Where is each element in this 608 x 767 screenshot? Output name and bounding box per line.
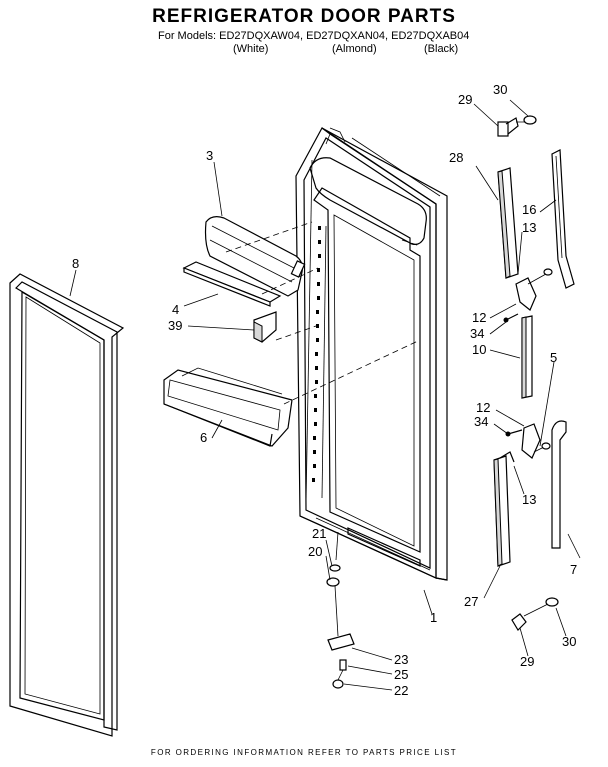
models-line: For Models: ED27DQXAW04, ED27DQXAN04, ED… xyxy=(158,30,470,42)
callout-13-bottom: 13 xyxy=(522,492,536,507)
callout-23: 23 xyxy=(394,652,408,667)
upper-trim-strip xyxy=(497,167,519,279)
callout-5: 5 xyxy=(550,350,557,365)
callout-8: 8 xyxy=(72,256,79,271)
leader-lines xyxy=(69,99,581,691)
callout-21: 21 xyxy=(312,526,326,541)
callout-6: 6 xyxy=(200,430,207,445)
callout-30-top: 30 xyxy=(493,82,507,97)
callout-1: 1 xyxy=(430,610,437,625)
shelf-holes xyxy=(312,226,321,482)
color-label-almond: (Almond) xyxy=(332,43,377,55)
dairy-door xyxy=(204,216,306,297)
handle-trim-lower xyxy=(551,420,567,549)
dairy-hinge xyxy=(253,311,277,343)
callout-29-bottom: 29 xyxy=(520,654,534,669)
callout-28: 28 xyxy=(449,150,463,165)
callout-22: 22 xyxy=(394,683,408,698)
callout-27: 27 xyxy=(464,594,478,609)
door-bin xyxy=(163,367,293,447)
ordering-footer: FOR ORDERING INFORMATION REFER TO PARTS … xyxy=(150,748,458,757)
callout-39: 39 xyxy=(168,318,182,333)
callout-4: 4 xyxy=(172,302,179,317)
callout-3: 3 xyxy=(206,148,213,163)
lower-handle-bracket xyxy=(505,423,551,459)
callout-7: 7 xyxy=(570,562,577,577)
lower-trim-strip xyxy=(493,451,515,567)
callout-34-top: 34 xyxy=(470,326,484,341)
door-body xyxy=(295,127,448,581)
callout-34-bottom: 34 xyxy=(474,414,488,429)
callout-30-bottom: 30 xyxy=(562,634,576,649)
callout-12-bottom: 12 xyxy=(476,400,490,415)
top-screw-assembly xyxy=(497,115,537,137)
upper-handle-bracket xyxy=(503,268,553,323)
handle-trim-upper xyxy=(551,149,575,289)
door-gasket xyxy=(9,273,125,737)
callout-labels: 30 29 28 16 13 3 8 4 39 12 34 10 5 12 34… xyxy=(72,82,577,698)
callout-12-top: 12 xyxy=(472,310,486,325)
page-title: REFRIGERATOR DOOR PARTS xyxy=(152,6,456,27)
color-label-black: (Black) xyxy=(424,43,459,55)
callout-13-top: 13 xyxy=(522,220,536,235)
color-label-white: (White) xyxy=(233,43,269,55)
callout-10: 10 xyxy=(472,342,486,357)
callout-16: 16 xyxy=(522,202,536,217)
dairy-bottom xyxy=(182,261,282,307)
handle-middle-strip xyxy=(521,315,533,399)
bottom-screw-assembly xyxy=(511,597,559,631)
bottom-hinge-hardware xyxy=(326,531,355,689)
callout-20: 20 xyxy=(308,544,322,559)
callout-29-top: 29 xyxy=(458,92,472,107)
callout-25: 25 xyxy=(394,667,408,682)
